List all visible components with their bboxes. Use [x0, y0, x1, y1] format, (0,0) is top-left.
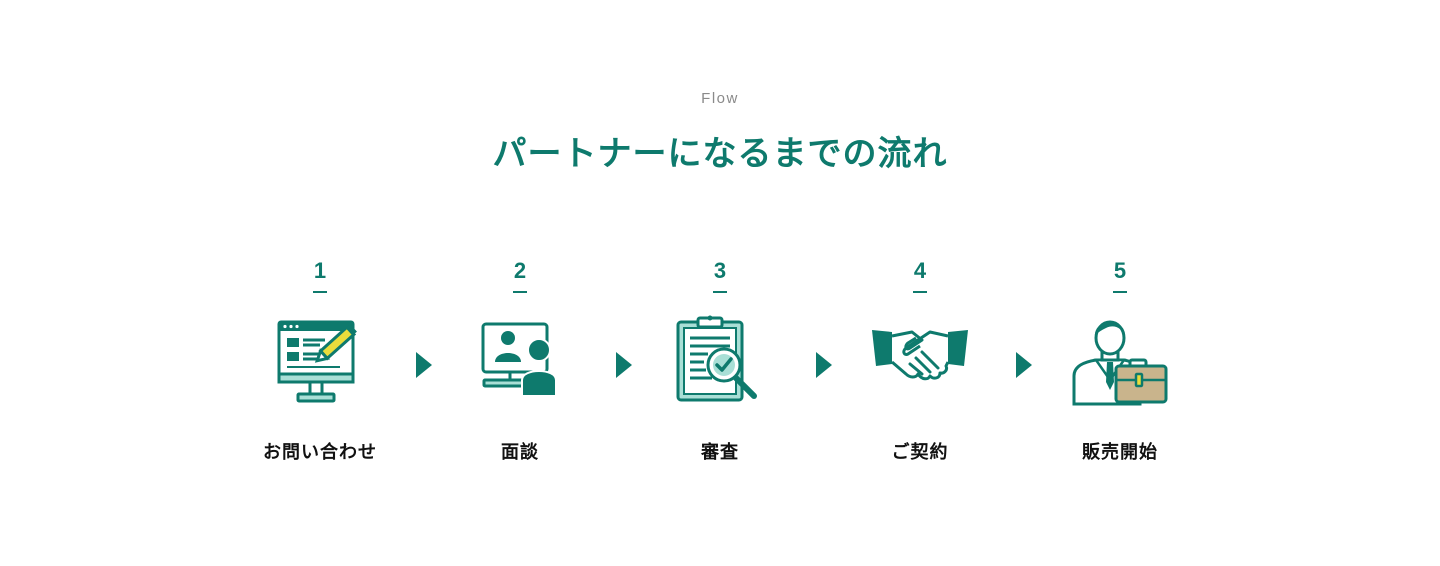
flow-step-5: 5 販売開始: [1020, 258, 1220, 468]
step-number: 5: [1113, 258, 1127, 283]
flow-step-4: 4 ご契約: [820, 258, 1020, 468]
step-number-underline: [513, 291, 527, 293]
step-number-underline: [1113, 291, 1127, 293]
clipboard-review-icon: [670, 310, 770, 410]
section-title: パートナーになるまでの流れ: [492, 134, 948, 174]
step-number-underline: [913, 291, 927, 293]
step-arrow-icon: [816, 352, 832, 378]
computer-form-icon: [270, 310, 370, 410]
step-arrow-icon: [416, 352, 432, 378]
step-label: 審査: [701, 442, 739, 463]
section-eyebrow: Flow: [701, 90, 739, 107]
step-number: 3: [713, 258, 727, 283]
step-label: 販売開始: [1082, 442, 1158, 463]
step-label: 面談: [501, 442, 539, 463]
step-label: お問い合わせ: [263, 442, 377, 463]
step-number-underline: [313, 291, 327, 293]
handshake-icon: [870, 310, 970, 410]
step-number-underline: [713, 291, 727, 293]
video-meeting-icon: [470, 310, 570, 410]
step-arrow-icon: [1016, 352, 1032, 378]
step-number: 2: [513, 258, 527, 283]
businessman-briefcase-icon: [1070, 310, 1170, 410]
flow-steps: 1: [220, 258, 1220, 478]
flow-step-1: 1: [220, 258, 420, 468]
flow-step-3: 3 審査: [620, 258, 820, 468]
step-number: 1: [313, 258, 327, 283]
step-arrow-icon: [616, 352, 632, 378]
flow-step-2: 2 面談: [420, 258, 620, 468]
step-number: 4: [913, 258, 927, 283]
step-label: ご契約: [891, 442, 949, 463]
